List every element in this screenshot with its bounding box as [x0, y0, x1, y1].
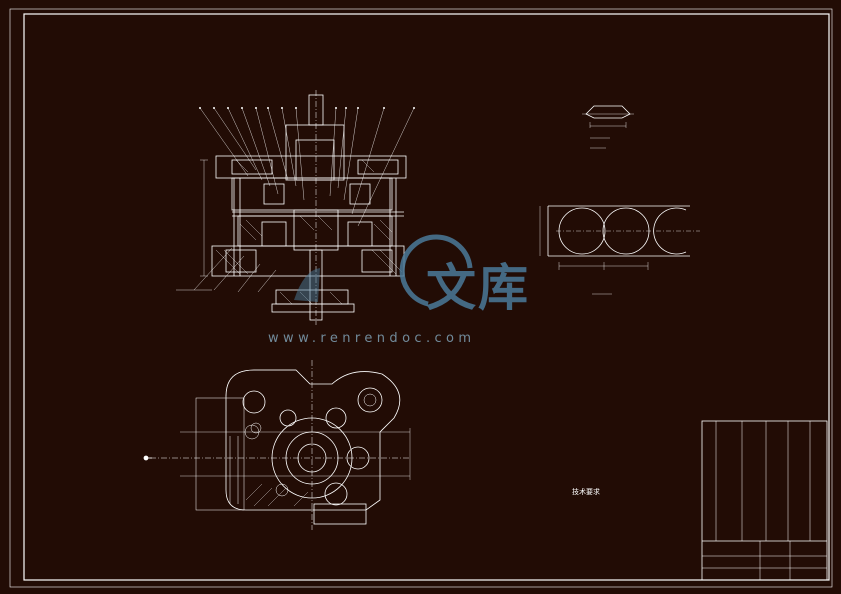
table-cell — [743, 455, 767, 463]
table-cell — [717, 495, 743, 503]
table-cell — [743, 503, 767, 511]
table-cell — [703, 519, 717, 527]
table-cell — [717, 439, 743, 447]
table-cell — [767, 423, 789, 431]
table-cell — [703, 455, 717, 463]
table-cell — [703, 527, 717, 535]
table-cell — [767, 495, 789, 503]
table-cell — [743, 463, 767, 471]
table-cell — [703, 535, 717, 543]
table-cell — [767, 503, 789, 511]
outer-frame — [9, 8, 833, 588]
inner-frame — [23, 13, 830, 581]
table-row — [703, 439, 825, 447]
table-cell — [703, 487, 717, 495]
strip-layout-view — [539, 205, 700, 295]
lower-die-plan-view — [143, 360, 411, 530]
table-cell — [703, 431, 717, 439]
table-cell — [743, 431, 767, 439]
table-row — [703, 479, 825, 487]
table-cell — [767, 479, 789, 487]
table-cell — [767, 455, 789, 463]
table-cell — [717, 431, 743, 439]
table-cell — [703, 447, 717, 455]
table-cell — [743, 447, 767, 455]
table-row — [703, 503, 825, 511]
table-row — [703, 423, 825, 431]
table-cell — [703, 423, 717, 431]
table-cell — [743, 519, 767, 527]
table-row — [703, 535, 825, 543]
table-cell — [767, 519, 789, 527]
table-row — [703, 463, 825, 471]
table-cell — [743, 423, 767, 431]
table-cell — [717, 519, 743, 527]
table-row — [703, 431, 825, 439]
watermark-url: www.renrendoc.com — [268, 331, 476, 346]
table-cell — [767, 535, 789, 543]
table-cell — [743, 487, 767, 495]
table-cell — [703, 479, 717, 487]
table-cell — [717, 527, 743, 535]
watermark-brand-text: 文库 — [426, 259, 530, 317]
table-cell — [767, 487, 789, 495]
table-cell — [703, 439, 717, 447]
parts-list — [703, 423, 825, 543]
table-row — [703, 527, 825, 535]
table-cell — [743, 535, 767, 543]
table-cell — [743, 495, 767, 503]
table-cell — [767, 463, 789, 471]
table-cell — [717, 503, 743, 511]
table-row — [703, 471, 825, 479]
table-cell — [743, 527, 767, 535]
table-cell — [767, 439, 789, 447]
cut-line-icon — [143, 455, 152, 461]
tech-requirements-title: 技术要求 — [572, 488, 600, 496]
table-cell — [717, 471, 743, 479]
balloon-markers — [199, 107, 415, 109]
table-cell — [717, 423, 743, 431]
table-row — [703, 455, 825, 463]
part-section-detail — [582, 105, 634, 149]
table-cell — [703, 503, 717, 511]
table-row — [703, 487, 825, 495]
watermark-logo-icon — [294, 234, 473, 307]
table-cell — [767, 527, 789, 535]
table-cell — [703, 511, 717, 519]
assembly-section-view — [176, 90, 415, 325]
table-cell — [767, 511, 789, 519]
table-row — [703, 519, 825, 527]
table-cell — [717, 447, 743, 455]
table-cell — [767, 431, 789, 439]
title-block — [701, 420, 828, 581]
table-cell — [767, 471, 789, 479]
table-row — [703, 447, 825, 455]
table-cell — [743, 439, 767, 447]
table-cell — [717, 463, 743, 471]
table-row — [703, 511, 825, 519]
table-cell — [703, 471, 717, 479]
table-cell — [717, 487, 743, 495]
table-cell — [767, 447, 789, 455]
table-row — [703, 495, 825, 503]
table-cell — [703, 463, 717, 471]
table-cell — [717, 511, 743, 519]
table-cell — [717, 455, 743, 463]
table-cell — [743, 471, 767, 479]
table-cell — [717, 479, 743, 487]
table-cell — [717, 535, 743, 543]
table-cell — [743, 511, 767, 519]
table-cell — [743, 479, 767, 487]
table-cell — [703, 495, 717, 503]
